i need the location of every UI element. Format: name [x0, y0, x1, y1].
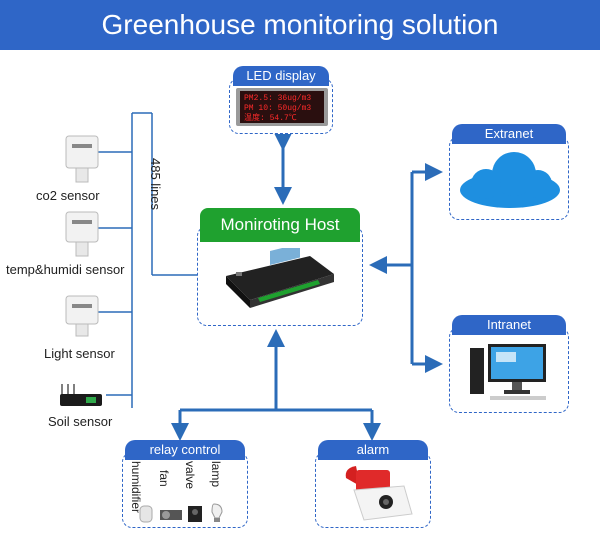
relay-tab: relay control: [125, 440, 245, 460]
computer-icon: [470, 344, 546, 400]
host-tab: Moniroting Host: [200, 208, 360, 242]
intranet-tab: Intranet: [452, 315, 566, 335]
soil-sensor-label: Soil sensor: [48, 414, 113, 429]
light-sensor-icon: [65, 295, 99, 337]
title-banner: Greenhouse monitoring solution: [0, 0, 600, 50]
humidifier-icon: [139, 505, 153, 523]
bus-lines: [98, 112, 198, 408]
led-display-icon: PM2.5: 36ug/m3 PM 10: 50ug/m3 温度: 54.7℃: [236, 88, 328, 126]
temp-humidity-sensor-icon: [65, 211, 99, 257]
device-lamp-label: lamp: [209, 461, 223, 488]
led-line-1: PM2.5: 36ug/m3: [244, 94, 311, 103]
page-title: Greenhouse monitoring solution: [101, 9, 499, 40]
fan-icon: [160, 510, 182, 520]
alarm-icon: [345, 466, 413, 521]
bus-label: 485 lines: [148, 158, 163, 211]
led-line-3: 温度: 54.7℃: [244, 112, 297, 123]
light-sensor-label: Light sensor: [44, 346, 115, 361]
extranet-tab: Extranet: [452, 124, 566, 144]
cloud-icon: [460, 152, 560, 208]
device-humidifier-label: humidifier: [129, 461, 143, 514]
co2-sensor-label: co2 sensor: [36, 188, 100, 203]
temp-humidity-sensor-label: temp&humidi sensor: [6, 262, 125, 277]
led-display-tab: LED display: [233, 66, 329, 86]
device-fan-label: fan: [157, 470, 171, 487]
alarm-tab: alarm: [318, 440, 428, 460]
host-device-icon: [226, 248, 334, 308]
lamp-icon: [211, 503, 223, 519]
led-line-2: PM 10: 50ug/m3: [244, 104, 311, 113]
relay-devices-icons: [139, 503, 223, 523]
co2-sensor-icon: [65, 135, 99, 183]
soil-sensor-icon: [60, 384, 102, 406]
device-valve-label: valve: [183, 461, 197, 490]
